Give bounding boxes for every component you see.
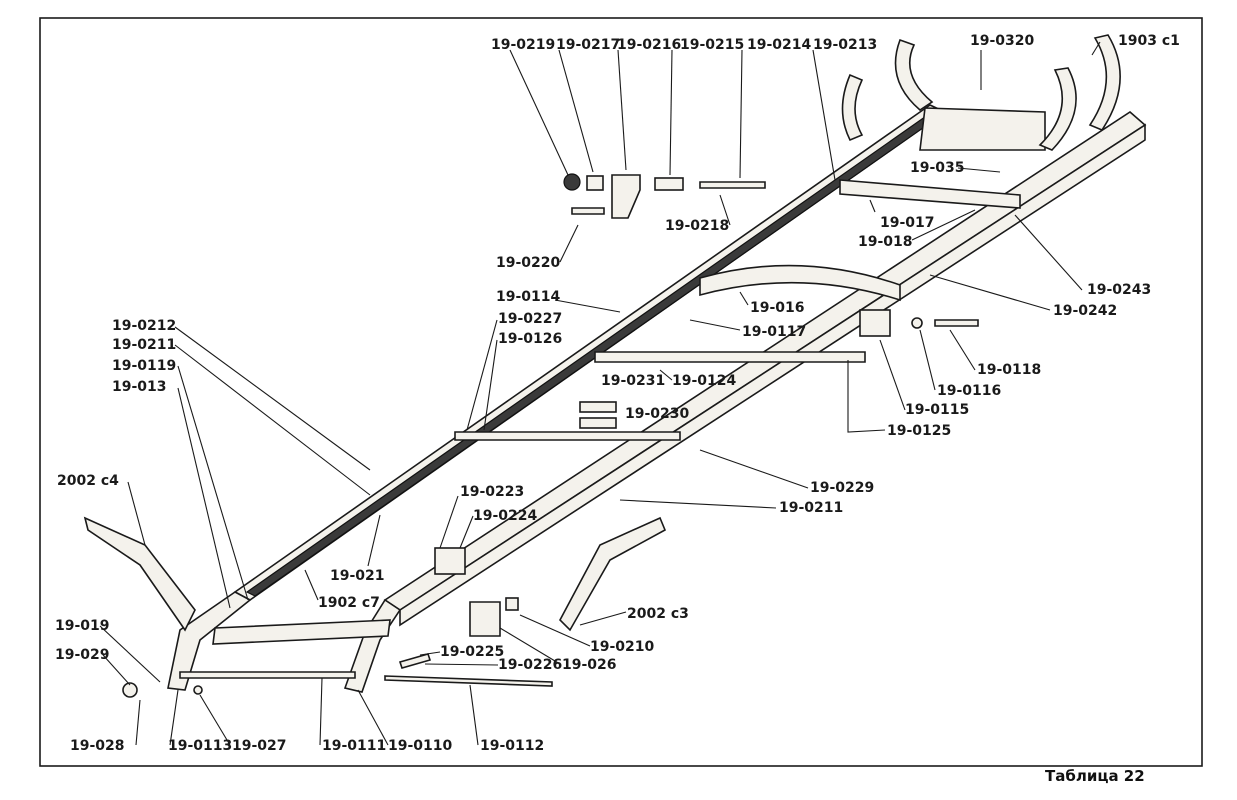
label-19-0124: 19-0124	[672, 373, 737, 389]
part-labels: 19-0219 19-0217 19-0216 19-0215 19-0214 …	[55, 33, 1180, 754]
label-19-0219: 19-0219	[491, 37, 555, 53]
label-19-0213: 19-0213	[813, 37, 877, 53]
label-19-0113: 19-0113	[168, 738, 232, 754]
label-19-0112: 19-0112	[480, 738, 544, 754]
front-cross-member	[212, 619, 391, 645]
label-19-018: 19-018	[858, 234, 913, 250]
label-19-0243: 19-0243	[1087, 282, 1151, 298]
left-front-horn	[167, 591, 252, 691]
label-19-035: 19-035	[910, 160, 965, 176]
part-0223	[434, 547, 466, 575]
label-19-0110: 19-0110	[388, 738, 453, 754]
label-19-026: 19-026	[562, 657, 617, 673]
cross-member-4	[454, 431, 681, 441]
label-19-0242: 19-0242	[1053, 303, 1117, 319]
label-19-019: 19-019	[55, 618, 110, 634]
label-19-0214: 19-0214	[747, 37, 812, 53]
label-19-0218: 19-0218	[665, 218, 729, 234]
label-19-0220: 19-0220	[496, 255, 561, 271]
label-19-027: 19-027	[232, 738, 287, 754]
bracket-2002c3	[559, 516, 667, 632]
front-bar	[179, 671, 356, 679]
rear-horn-4	[1088, 34, 1121, 131]
part-sleeve	[586, 175, 604, 191]
part-pin	[654, 177, 684, 191]
label-19-0231: 19-0231	[601, 373, 665, 389]
label-19-0126: 19-0126	[498, 331, 562, 347]
label-19-0224: 19-0224	[473, 508, 538, 524]
label-19-0119: 19-0119	[112, 358, 176, 374]
table-caption: Таблица 22	[1045, 767, 1145, 785]
right-rail-web	[399, 123, 1146, 627]
diagram-border	[39, 17, 1203, 767]
label-19-0211-a: 19-0211	[112, 337, 176, 353]
label-19-0226: 19-0226	[498, 657, 562, 673]
label-19-0118: 19-0118	[977, 362, 1041, 378]
rear-horn-1	[841, 73, 864, 142]
label-19-0223: 19-0223	[460, 484, 524, 500]
label-19-0229: 19-0229	[810, 480, 874, 496]
label-19-0215: 19-0215	[680, 37, 744, 53]
part-0226	[398, 653, 432, 669]
label-1903c1: 1903 с1	[1118, 33, 1180, 49]
part-0210	[505, 597, 519, 611]
rear-horn-3	[1038, 67, 1077, 151]
part-029	[122, 682, 138, 698]
part-bushing	[563, 173, 581, 191]
label-19-0225: 19-0225	[440, 644, 504, 660]
label-19-0227: 19-0227	[498, 311, 562, 327]
label-19-0117: 19-0117	[742, 324, 806, 340]
part-rod	[571, 207, 605, 215]
part-027	[193, 685, 203, 695]
label-1902c7: 1902 с7	[318, 595, 380, 611]
label-19-016: 19-016	[750, 300, 805, 316]
part-026	[469, 601, 501, 637]
label-2002c4: 2002 с4	[57, 473, 119, 489]
label-19-029: 19-029	[55, 647, 110, 663]
label-19-0125: 19-0125	[887, 423, 951, 439]
part-shackle	[611, 174, 641, 219]
label-19-0115: 19-0115	[905, 402, 969, 418]
cross-member-2	[699, 264, 901, 302]
part-bolt	[699, 181, 766, 189]
label-19-017: 19-017	[880, 215, 935, 231]
cross-member-1	[839, 179, 1021, 209]
label-19-021: 19-021	[330, 568, 385, 584]
label-19-0111: 19-0111	[322, 738, 386, 754]
part-bracket-125	[859, 309, 891, 337]
label-19-0211-b: 19-0211	[779, 500, 843, 516]
part-118	[934, 319, 979, 327]
label-2002c3: 2002 с3	[627, 606, 689, 622]
part-0112	[384, 675, 553, 687]
label-19-0216: 19-0216	[617, 37, 681, 53]
bracket-2002c4	[83, 516, 196, 632]
label-19-028: 19-028	[70, 738, 125, 754]
cross-member-3	[594, 351, 866, 363]
label-19-0210: 19-0210	[590, 639, 655, 655]
label-19-0217: 19-0217	[556, 37, 620, 53]
label-19-0116: 19-0116	[937, 383, 1001, 399]
part-230	[579, 417, 617, 429]
label-19-013: 19-013	[112, 379, 167, 395]
rear-plate	[919, 107, 1046, 151]
label-19-0230: 19-0230	[625, 406, 690, 422]
label-19-0114: 19-0114	[496, 289, 561, 305]
rear-horn-2	[894, 38, 934, 112]
label-19-0320: 19-0320	[970, 33, 1035, 49]
part-231	[579, 401, 617, 413]
leader-lines	[99, 41, 1101, 746]
chassis-frame	[83, 34, 1147, 698]
label-19-0212: 19-0212	[112, 318, 176, 334]
part-116	[911, 317, 923, 329]
